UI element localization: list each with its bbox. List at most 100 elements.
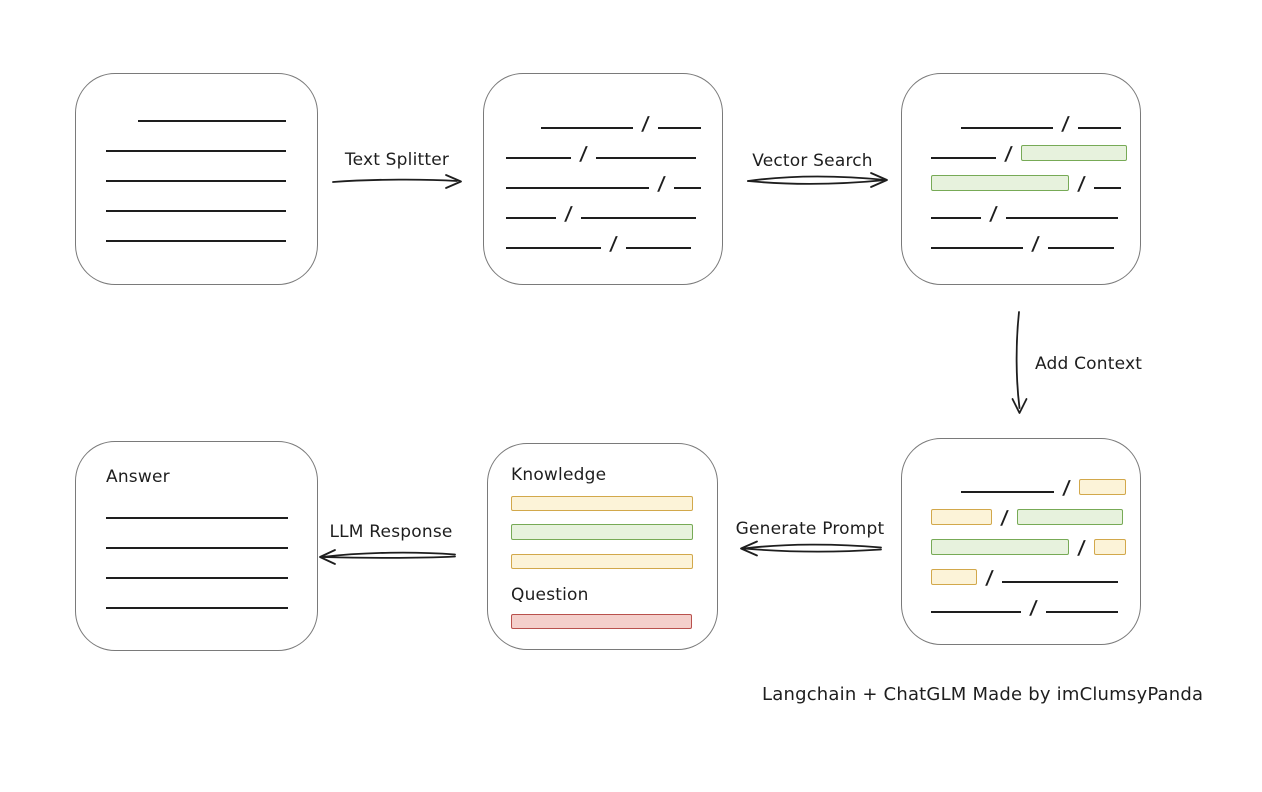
vector-search-arrow-icon — [747, 172, 888, 188]
question-label: Question — [511, 585, 589, 605]
text-line — [1005, 217, 1118, 219]
vector-search-label: Vector Search — [752, 151, 873, 171]
slash-separator: / — [1030, 233, 1041, 255]
slash-separator: / — [1028, 597, 1039, 619]
chunk-row: / — [931, 159, 1140, 195]
text-line — [931, 247, 1023, 249]
chunk-row: / — [931, 463, 1140, 499]
text-line — [625, 247, 691, 249]
yellow-chip — [931, 509, 992, 525]
yellow-chip — [931, 569, 977, 585]
add-context-label: Add Context — [1035, 354, 1143, 374]
text-line-row — [106, 212, 317, 242]
text-line — [106, 240, 286, 242]
slash-separator: / — [984, 567, 995, 589]
green-chip — [1020, 145, 1127, 161]
text-line — [1001, 581, 1118, 583]
chunk-row: / — [506, 159, 722, 195]
chunk-row: / — [931, 493, 1140, 529]
text-line — [673, 187, 701, 189]
text-line — [1045, 611, 1118, 613]
text-line — [106, 180, 286, 182]
yellow-chip — [1093, 539, 1126, 555]
text-line — [106, 577, 288, 579]
knowledge-bar-row — [511, 496, 717, 511]
text-line — [1077, 127, 1121, 129]
text-line — [506, 217, 556, 219]
text-line — [961, 127, 1053, 129]
slash-separator: / — [656, 173, 667, 195]
yellow-chip — [1078, 479, 1126, 495]
text-line — [657, 127, 701, 129]
slash-separator: / — [578, 143, 589, 165]
add-context-arrow-icon — [1011, 311, 1028, 414]
text-line — [506, 247, 601, 249]
chunk-row: / — [931, 523, 1140, 559]
text-line-row — [106, 152, 317, 182]
chunk-row: / — [931, 219, 1140, 255]
text-line — [541, 127, 633, 129]
slash-separator: / — [608, 233, 619, 255]
text-line — [138, 120, 286, 122]
llm-response-arrow-icon — [319, 549, 456, 565]
text-line — [106, 150, 286, 152]
chunk-row: / — [506, 189, 722, 225]
text-line-row — [106, 519, 317, 549]
chunk-row: / — [506, 219, 722, 255]
text-line — [595, 157, 696, 159]
text-line — [506, 187, 649, 189]
answer-label: Answer — [106, 467, 170, 487]
source-document-box — [75, 73, 318, 285]
text-line — [931, 611, 1021, 613]
text-line-row — [106, 489, 317, 519]
slash-separator: / — [1076, 173, 1087, 195]
red-bar — [511, 614, 692, 629]
text-line-row — [106, 182, 317, 212]
text-line — [506, 157, 571, 159]
slash-separator: / — [640, 113, 651, 135]
text-line — [106, 210, 286, 212]
slash-separator: / — [1076, 537, 1087, 559]
split-chunks-box: ///// — [483, 73, 723, 285]
yellow-bar — [511, 496, 693, 511]
text-line — [106, 607, 288, 609]
text-splitter-arrow-icon — [332, 174, 462, 189]
source-document-content — [76, 74, 317, 242]
split-chunks-content: ///// — [484, 74, 722, 255]
green-chip — [1016, 509, 1123, 525]
credit-caption: Langchain + ChatGLM Made by imClumsyPand… — [762, 684, 1204, 705]
text-line — [931, 157, 996, 159]
context-chunks-box: ///// — [901, 438, 1141, 645]
chunk-row: / — [931, 553, 1140, 589]
knowledge-bar-row — [511, 524, 717, 540]
text-line — [1047, 247, 1114, 249]
knowledge-bar-row — [511, 554, 717, 569]
chunk-row: / — [931, 583, 1140, 619]
chunk-row: / — [931, 129, 1140, 165]
retrieved-chunks-content: / / / / / — [902, 74, 1140, 255]
knowledge-label-row: Knowledge — [511, 466, 717, 484]
text-line-row — [106, 579, 317, 609]
knowledge-label: Knowledge — [511, 465, 607, 485]
text-line-row — [106, 549, 317, 579]
question-bar-row — [511, 614, 717, 629]
question-label-row: Question — [511, 586, 717, 604]
slash-separator: / — [1060, 113, 1071, 135]
answer-content: Answer — [76, 442, 317, 609]
slash-separator: / — [1061, 477, 1072, 499]
text-line-row — [106, 122, 317, 152]
text-line — [580, 217, 696, 219]
answer-label-row: Answer — [106, 468, 317, 486]
generate-prompt-arrow-icon — [740, 540, 882, 557]
yellow-bar — [511, 554, 693, 569]
text-line — [106, 547, 288, 549]
chunk-row: / — [506, 99, 722, 135]
text-line — [1093, 187, 1121, 189]
text-line — [106, 517, 288, 519]
slash-separator: / — [988, 203, 999, 225]
text-line — [961, 491, 1054, 493]
chunk-row: / — [931, 99, 1140, 135]
slash-separator: / — [1003, 143, 1014, 165]
